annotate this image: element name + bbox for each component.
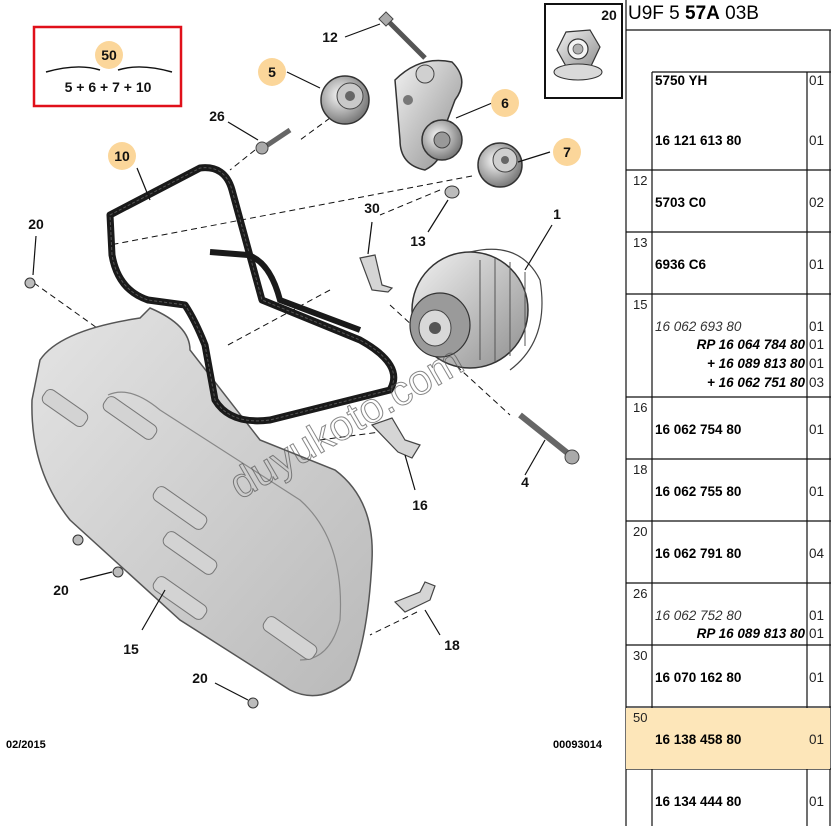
ref-number: 50 xyxy=(633,710,648,725)
part-number: 16 134 444 80 xyxy=(655,794,742,809)
parts-row-13: 13 6936 C6 01 xyxy=(626,233,830,294)
part-number: + 16 089 813 80 xyxy=(707,356,805,371)
parts-row-12: 12 5703 C0 02 xyxy=(626,171,830,232)
bracket-18 xyxy=(393,581,436,613)
inset-label: 20 xyxy=(601,7,617,23)
exploded-parts-diagram: 50 5 + 6 + 7 + 10 20 xyxy=(24,3,623,709)
idler-pulley-7 xyxy=(477,142,523,188)
nut-icon xyxy=(553,29,603,81)
ref-number: 16 xyxy=(633,400,648,415)
quantity: 01 xyxy=(809,257,825,272)
nuts-20 xyxy=(24,277,259,709)
ref-number: 30 xyxy=(633,648,648,663)
parts-row-30: 30 16 070 162 80 01 xyxy=(626,646,830,707)
belt-cover xyxy=(31,307,373,697)
footer-code: 00093014 xyxy=(553,739,602,751)
callout-5: 5 xyxy=(268,64,276,80)
callout-6: 6 xyxy=(501,95,509,111)
kit-highlights xyxy=(108,58,581,170)
bolt-4 xyxy=(518,412,580,465)
quantity: 01 xyxy=(809,337,825,352)
callout-numbers: 1 4 5 6 7 10 12 13 15 16 18 20 20 20 26 … xyxy=(28,29,571,686)
callout-13: 13 xyxy=(410,233,426,249)
callout-18: 18 xyxy=(444,637,460,653)
quantity: 01 xyxy=(809,732,825,747)
quantity: 03 xyxy=(809,375,825,390)
footer-date: 02/2015 xyxy=(6,739,46,751)
quantity: 01 xyxy=(809,319,825,334)
parts-row-16: 16 16 062 754 80 01 xyxy=(626,398,830,459)
callout-1: 1 xyxy=(553,206,561,222)
part-number: 16 062 755 80 xyxy=(655,484,742,499)
part-number: 16 062 791 80 xyxy=(655,546,742,561)
tensioner-6 xyxy=(394,59,463,171)
part-number: + 16 062 751 80 xyxy=(707,375,805,390)
alternator-1 xyxy=(409,248,543,371)
parts-row-20: 20 16 062 791 80 04 xyxy=(626,522,830,583)
parts-row-15: 15 16 062 693 80 01 RP 16 064 784 80 01 + 16 … xyxy=(626,295,830,397)
header-model: 57A xyxy=(685,3,720,24)
part-number: 5750 YH xyxy=(655,73,708,88)
kit-box: 50 5 + 6 + 7 + 10 xyxy=(32,25,183,108)
part-number: 16 138 458 80 xyxy=(655,732,742,747)
inset-nut-box: 20 xyxy=(544,3,623,99)
header-suffix: 03B xyxy=(725,3,759,24)
leader-lines xyxy=(32,23,553,701)
parts-row-x0: 5750 YH 01 16 121 613 80 01 xyxy=(626,73,830,170)
parts-row-26: 26 16 062 752 80 01 RP 16 089 813 80 01 xyxy=(626,584,830,645)
bolt-26 xyxy=(255,127,292,155)
catalog-header: U9F 5 57A 03B xyxy=(628,3,759,25)
quantity: 01 xyxy=(809,670,825,685)
part-number: 5703 C0 xyxy=(655,195,707,210)
ref-number: 26 xyxy=(633,586,648,601)
quantity: 01 xyxy=(809,422,825,437)
callout-7: 7 xyxy=(563,144,571,160)
part-number: 16 121 613 80 xyxy=(655,133,742,148)
part-number: 16 062 754 80 xyxy=(655,422,742,437)
ref-number: 20 xyxy=(633,524,648,539)
idler-pulley-5 xyxy=(320,75,370,125)
bracket-30 xyxy=(359,254,394,293)
part-number: 6936 C6 xyxy=(655,257,707,272)
quantity: 02 xyxy=(809,195,825,210)
callout-20-b: 20 xyxy=(53,582,69,598)
callout-16: 16 xyxy=(412,497,428,513)
poly-v-belt xyxy=(106,164,398,425)
parts-table-grid xyxy=(625,0,831,826)
quantity: 01 xyxy=(809,794,825,809)
header-prefix: U9F 5 xyxy=(628,3,680,24)
bolt-12 xyxy=(378,11,427,60)
callout-4: 4 xyxy=(521,474,529,490)
part-number: RP 16 089 813 80 xyxy=(696,626,805,641)
ref-number: 12 xyxy=(633,173,648,188)
quantity: 01 xyxy=(809,608,825,623)
quantity: 04 xyxy=(809,546,825,561)
callout-26: 26 xyxy=(209,108,225,124)
callout-20-c: 20 xyxy=(192,670,208,686)
part-number: 16 062 693 80 xyxy=(655,319,742,334)
part-number: 16 062 752 80 xyxy=(655,608,742,623)
quantity: 01 xyxy=(809,484,825,499)
parts-row-18: 18 16 062 755 80 01 xyxy=(626,460,830,521)
washer-13 xyxy=(444,185,460,199)
quantity: 01 xyxy=(809,356,825,371)
ref-number: 18 xyxy=(633,462,648,477)
quantity: 01 xyxy=(809,626,825,641)
part-number: RP 16 064 784 80 xyxy=(696,337,805,352)
callout-30: 30 xyxy=(364,200,380,216)
kit-formula: 5 + 6 + 7 + 10 xyxy=(65,79,152,95)
parts-row-x10: 16 134 444 80 01 xyxy=(626,770,830,826)
callout-10: 10 xyxy=(114,148,130,164)
callout-20-a: 20 xyxy=(28,216,44,232)
callout-15: 15 xyxy=(123,641,139,657)
quantity: 01 xyxy=(809,133,825,148)
quantity: 01 xyxy=(809,73,825,88)
callout-12: 12 xyxy=(322,29,338,45)
parts-row-50: 50 16 138 458 80 01 xyxy=(626,708,830,769)
kit-number: 50 xyxy=(101,47,117,63)
part-number: 16 070 162 80 xyxy=(655,670,742,685)
ref-number: 13 xyxy=(633,235,648,250)
ref-number: 15 xyxy=(633,297,648,312)
bracket-16 xyxy=(370,417,421,459)
